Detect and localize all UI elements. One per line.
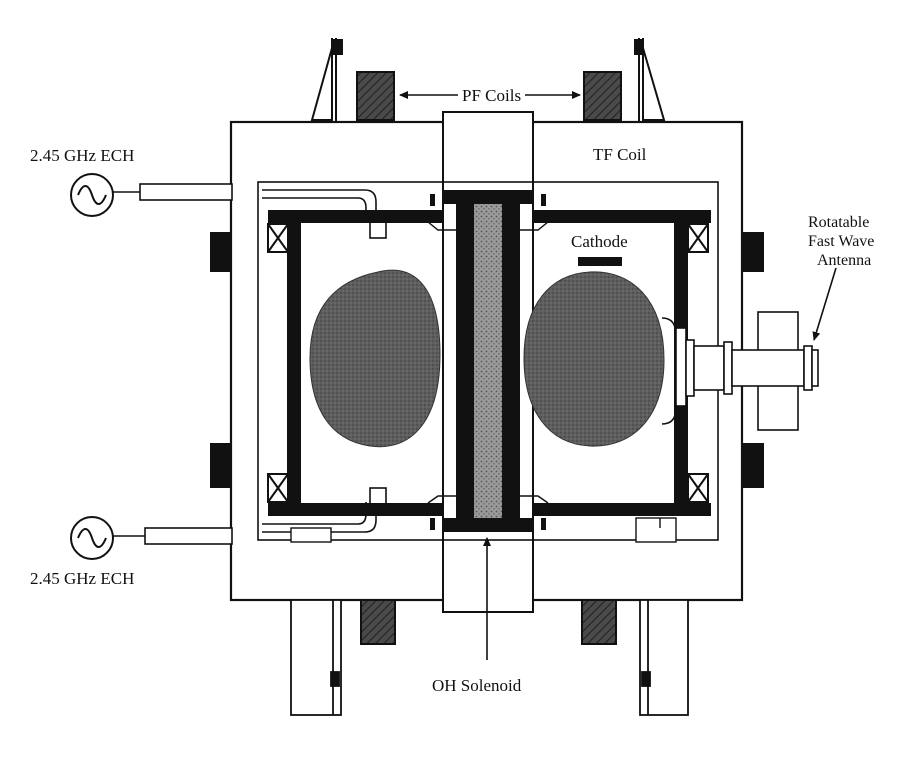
antenna-label-line3: Antenna [817,252,871,269]
oh-bottom-housing [442,529,534,613]
center-column-wall-right [502,192,520,530]
column-tabs [430,194,546,530]
pf-coil-top-left [356,71,395,121]
center-column-wall-left [456,192,474,530]
fast-wave-antenna [661,311,819,431]
oh-top-housing [442,111,534,193]
antenna-arrow [812,267,837,341]
plasma-left [309,269,441,448]
vessel-wall-right-chamber [517,210,711,516]
tf-pad-right-lower [742,443,764,488]
coil-cross-section-icon [687,223,709,253]
tf-pad-left-lower [210,443,231,488]
pf-coil-bottom-right [581,599,617,645]
top-right-support [634,38,666,122]
bottom-right-leg [639,599,689,716]
antenna-label-line1: Rotatable [808,214,869,231]
ech-source-top [70,173,114,217]
tf-coil-label: TF Coil [593,145,647,164]
pf-coil-bottom-left [360,599,396,645]
plasma-right [523,271,665,447]
ech-bottom-label: 2.45 GHz ECH [30,569,134,588]
cathode-bar [578,257,622,266]
oh-solenoid-label: OH Solenoid [432,676,522,695]
bottom-ports [290,517,677,543]
vessel-wall-left-chamber [268,210,458,516]
center-cap-top [443,190,533,204]
coil-cross-section-icon [687,473,709,503]
antenna-label-line2: Fast Wave [808,233,874,250]
top-left-support [310,38,343,122]
tf-pad-left-upper [210,232,231,272]
pf-coil-top-right [583,71,622,121]
column-flanges [427,221,549,504]
ech-top-label: 2.45 GHz ECH [30,146,134,165]
ech-waveguide-top [113,183,387,239]
bottom-left-leg [290,599,342,716]
pf-coils-label: PF Coils [462,86,521,105]
oh-solenoid-core [474,192,502,530]
ech-source-bottom [70,516,114,560]
coil-cross-section-icon [267,473,289,503]
tf-pad-right-upper [742,232,764,272]
center-cap-bottom [443,518,533,532]
coil-cross-section-icon [267,223,289,253]
cathode-label: Cathode [571,232,628,251]
